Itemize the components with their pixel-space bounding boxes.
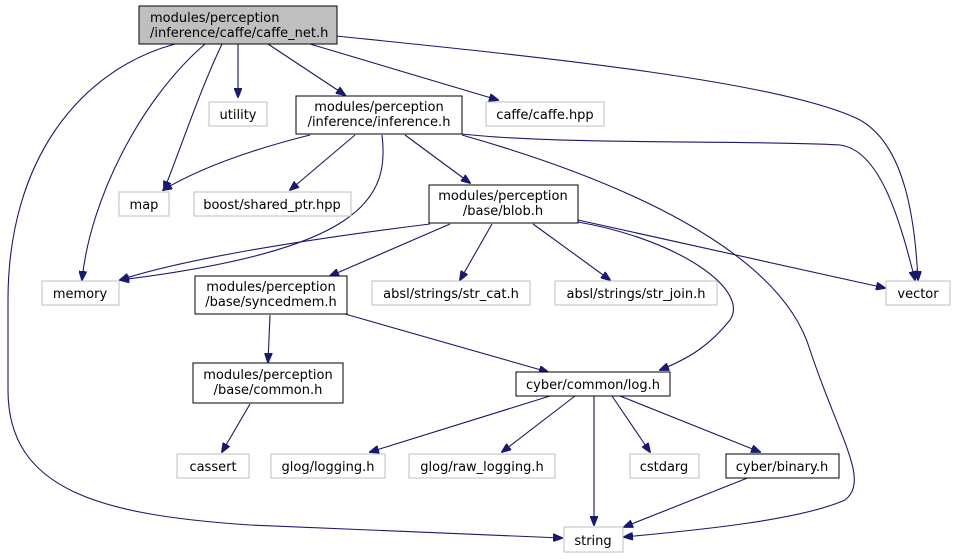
node-syncedmem[interactable]: modules/perception /base/syncedmem.h: [194, 275, 348, 315]
node-caffe-net-line1: modules/perception: [150, 11, 279, 26]
edge-caffe-net-to-map: [164, 43, 223, 190]
edge-inference-to-vector: [461, 133, 915, 280]
node-map-label: map: [130, 198, 159, 213]
node-caffe-hpp[interactable]: caffe/caffe.hpp: [485, 101, 605, 127]
node-common-line1: modules/perception: [203, 368, 332, 383]
edge-inference-to-memory: [120, 134, 384, 280]
edge-common-to-cassert: [222, 403, 251, 452]
node-glog-raw-label: glog/raw_logging.h: [420, 460, 543, 475]
edge-inference-to-map: [163, 134, 311, 190]
node-string-label: string: [574, 534, 611, 549]
edge-blob-to-syncedmem: [330, 223, 451, 276]
node-cstdarg[interactable]: cstdarg: [629, 453, 700, 479]
node-utility[interactable]: utility: [208, 101, 268, 127]
edge-caffe-net-to-caffe-hpp: [309, 43, 498, 100]
node-str-join-label: absl/strings/str_join.h: [567, 287, 706, 302]
node-syncedmem-line1: modules/perception: [206, 280, 335, 295]
edge-blob-to-str-cat: [460, 223, 493, 280]
node-inference-line1: modules/perception: [314, 100, 443, 115]
node-vector[interactable]: vector: [885, 280, 951, 306]
edge-caffe-net-to-inference: [267, 43, 345, 95]
edge-blob-to-log: [577, 221, 734, 370]
edge-inference-to-string: [461, 134, 855, 537]
node-inference[interactable]: modules/perception /inference/inference.…: [295, 95, 463, 135]
edge-log-to-glog-raw: [502, 395, 576, 452]
node-log-label: cyber/common/log.h: [526, 378, 660, 393]
node-map[interactable]: map: [118, 191, 170, 217]
edge-blob-to-memory: [120, 223, 431, 280]
edge-syncedmem-to-common: [268, 314, 270, 362]
edge-log-to-cstdarg: [611, 395, 650, 452]
nodes: modules/perception /inference/caffe/caff…: [41, 5, 951, 553]
node-blob-line1: modules/perception: [438, 189, 567, 204]
node-str-cat[interactable]: absl/strings/str_cat.h: [371, 280, 531, 306]
node-glog-logging[interactable]: glog/logging.h: [270, 453, 386, 479]
node-utility-label: utility: [220, 108, 257, 123]
edge-inference-to-blob: [404, 134, 470, 183]
node-cassert-label: cassert: [189, 460, 236, 475]
node-vector-label: vector: [897, 287, 939, 302]
node-log[interactable]: cyber/common/log.h: [515, 371, 671, 397]
node-common-line2: /base/common.h: [214, 383, 323, 398]
node-caffe-hpp-label: caffe/caffe.hpp: [496, 108, 593, 123]
edge-syncedmem-to-log: [344, 313, 548, 372]
node-string[interactable]: string: [563, 526, 624, 553]
edge-log-to-binary: [619, 395, 760, 452]
node-common[interactable]: modules/perception /base/common.h: [192, 362, 344, 404]
edge-blob-to-vector: [577, 219, 885, 288]
edge-caffe-net-to-string: [7, 43, 562, 538]
node-memory-label: memory: [53, 287, 108, 302]
node-caffe-net-line2: /inference/caffe/caffe_net.h: [150, 26, 328, 41]
node-cstdarg-label: cstdarg: [640, 460, 689, 475]
node-shared-ptr-label: boost/shared_ptr.hpp: [203, 198, 341, 213]
node-shared-ptr[interactable]: boost/shared_ptr.hpp: [193, 191, 352, 217]
edges: [7, 35, 918, 538]
node-blob[interactable]: modules/perception /base/blob.h: [428, 184, 579, 224]
node-binary[interactable]: cyber/binary.h: [725, 453, 840, 479]
node-caffe-net[interactable]: modules/perception /inference/caffe/caff…: [138, 5, 338, 45]
node-glog-logging-label: glog/logging.h: [282, 460, 375, 475]
node-glog-raw[interactable]: glog/raw_logging.h: [408, 453, 556, 479]
edge-caffe-net-to-vector: [335, 35, 918, 280]
edge-binary-to-string: [624, 476, 751, 527]
node-memory[interactable]: memory: [41, 280, 120, 306]
edge-blob-to-str-join: [532, 223, 610, 280]
node-blob-line2: /base/blob.h: [463, 204, 543, 219]
node-str-cat-label: absl/strings/str_cat.h: [383, 287, 519, 302]
node-cassert[interactable]: cassert: [176, 453, 250, 479]
edge-log-to-glog-logging: [370, 395, 551, 452]
edge-inference-to-shared-ptr: [290, 134, 356, 190]
edge-caffe-net-to-memory: [82, 43, 206, 280]
node-str-join[interactable]: absl/strings/str_join.h: [554, 280, 718, 306]
node-binary-label: cyber/binary.h: [736, 460, 828, 475]
node-inference-line2: /inference/inference.h: [308, 115, 451, 130]
node-syncedmem-line2: /base/syncedmem.h: [205, 295, 337, 310]
